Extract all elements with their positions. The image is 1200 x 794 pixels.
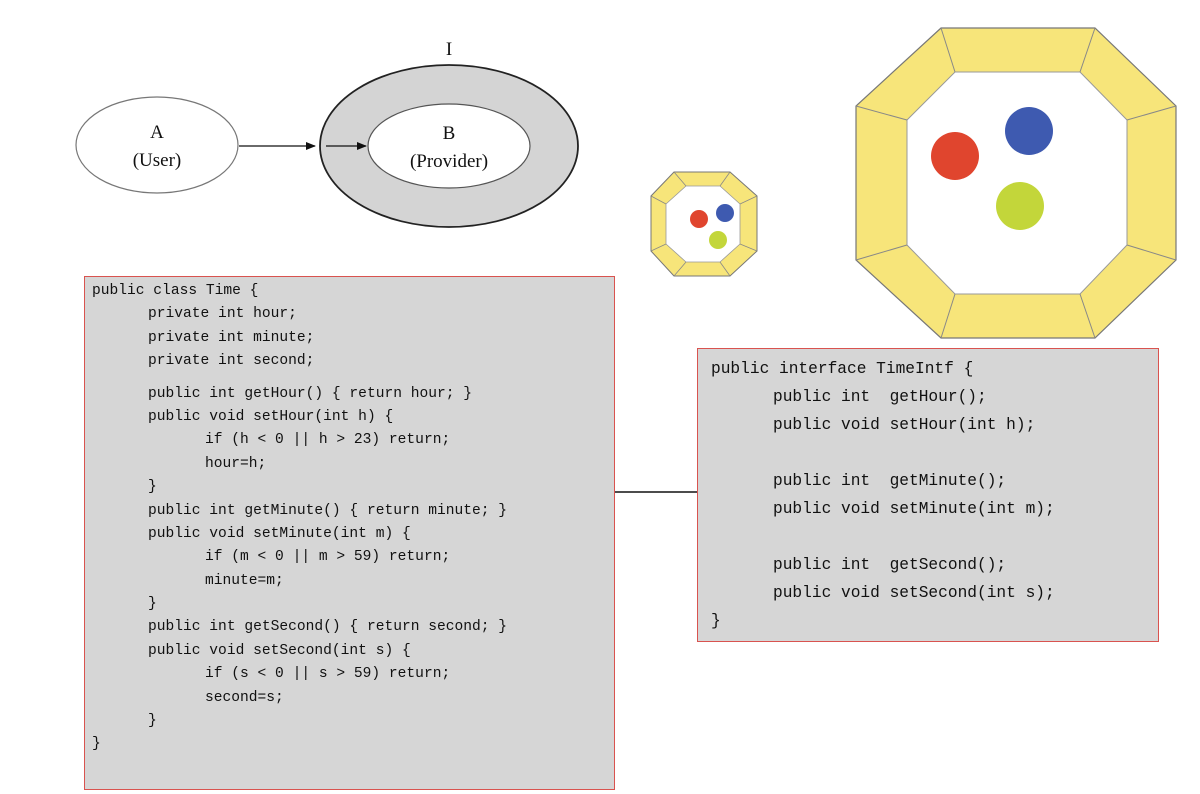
class-code-line: public void setHour(int h) { — [148, 408, 394, 425]
class-code-line: minute=m; — [205, 572, 284, 589]
large-red-dot — [931, 132, 979, 180]
interface-code-line: public void setMinute(int m); — [773, 500, 1055, 518]
class-code-line: } — [148, 479, 157, 496]
interface-code-line: public int getSecond(); — [773, 556, 1007, 574]
interface-code-line: } — [711, 612, 721, 630]
class-code-line: } — [148, 596, 157, 613]
node-b-role: (Provider) — [410, 151, 488, 172]
class-code-line: public int getSecond() { return second; … — [148, 619, 508, 636]
class-code-line: private int second; — [148, 353, 315, 370]
node-a-role: (User) — [133, 150, 182, 171]
small-red-dot — [690, 210, 708, 228]
interface-code-line: public int getMinute(); — [773, 472, 1007, 490]
class-code-line: private int hour; — [148, 306, 297, 323]
class-code-line: public class Time { — [92, 283, 259, 299]
class-code-line: public void setMinute(int m) { — [148, 525, 411, 542]
class-code-line: if (h < 0 || h > 23) return; — [205, 432, 451, 449]
class-code-line: if (s < 0 || s > 59) return; — [205, 666, 451, 683]
time-class-code: public class Time { private int hour; priv… — [84, 276, 615, 790]
large-green-dot — [996, 182, 1044, 230]
class-code-line: public int getHour() { return hour; } — [148, 385, 473, 402]
class-code-line: public void setSecond(int s) { — [148, 642, 411, 659]
class-code-line: hour=h; — [205, 455, 267, 472]
interface-code-line: public void setSecond(int s); — [773, 584, 1055, 602]
class-code-line: if (m < 0 || m > 59) return; — [205, 549, 451, 566]
class-code-line: second=s; — [205, 689, 284, 706]
interface-code-line: public interface TimeIntf { — [711, 360, 974, 378]
node-a-letter: A — [150, 122, 164, 143]
interface-label: I — [446, 39, 452, 60]
class-code-line: public int getMinute() { return minute; … — [148, 502, 508, 519]
class-code-line: } — [148, 713, 157, 730]
class-code-line: private int minute; — [148, 329, 315, 346]
small-blue-dot — [716, 204, 734, 222]
small-green-dot — [709, 231, 727, 249]
node-b-letter: B — [443, 123, 456, 144]
node-a-user: A (User) — [75, 96, 239, 194]
interface-code-line: public void setHour(int h); — [773, 416, 1036, 434]
interface-ring: I B (Provider) — [319, 39, 579, 228]
small-octagon-capsule — [650, 171, 758, 277]
interface-code-line: public int getHour(); — [773, 388, 987, 406]
class-code-line: } — [92, 736, 101, 753]
large-octagon-capsule — [855, 27, 1177, 339]
large-blue-dot — [1005, 107, 1053, 155]
time-interface-code: public interface TimeIntf { public int ge… — [697, 348, 1159, 642]
